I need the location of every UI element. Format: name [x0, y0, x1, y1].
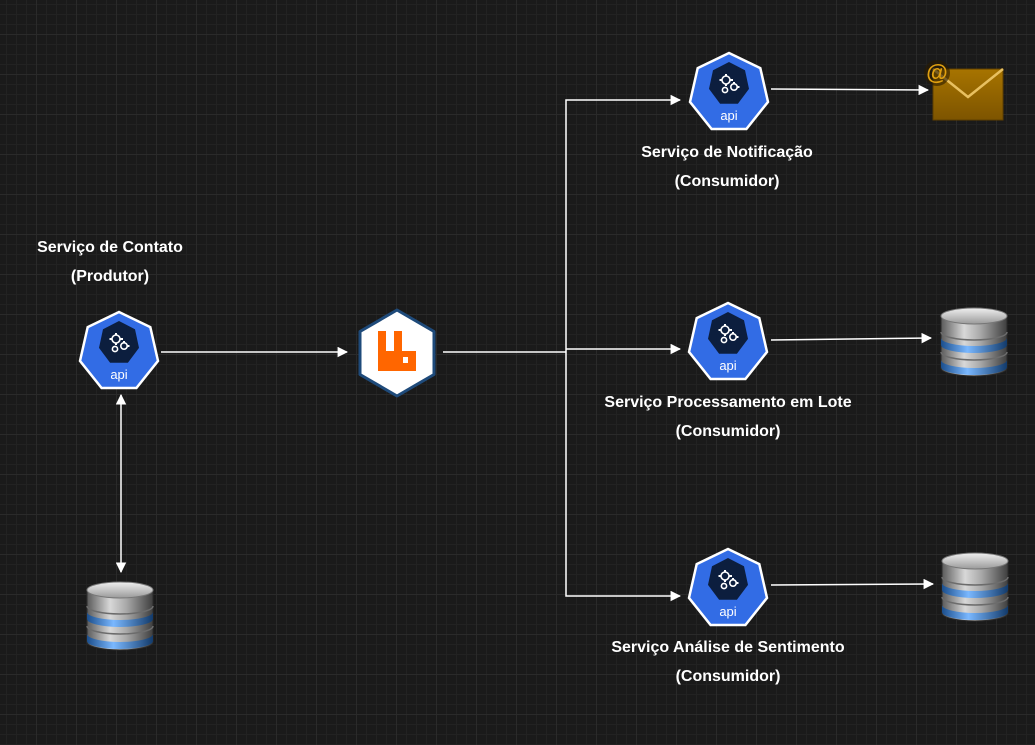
batch-service-node[interactable]: api: [687, 301, 769, 381]
database-icon: [940, 307, 1008, 377]
producer-icon-text: api: [110, 367, 127, 382]
batch-to-db-arrow: [770, 332, 933, 344]
batch-icon-text: api: [719, 358, 736, 373]
notification-to-email-arrow: [770, 84, 930, 96]
producer-name: Serviço de Contato: [37, 239, 183, 256]
sentiment-to-db-arrow: [770, 578, 935, 590]
database-icon: [941, 552, 1009, 622]
producer-service-node[interactable]: api: [78, 310, 160, 390]
rabbitmq-icon: [358, 308, 436, 398]
database-icon: [86, 581, 154, 651]
notification-name: Serviço de Notificação: [641, 144, 813, 161]
producer-label: Serviço de Contato (Produtor): [20, 233, 200, 291]
notification-role: (Consumidor): [674, 173, 780, 190]
svg-text:@: @: [926, 60, 947, 85]
sentiment-name: Serviço Análise de Sentimento: [611, 639, 845, 656]
batch-label: Serviço Processamento em Lote (Consumido…: [568, 388, 888, 446]
sentiment-icon-text: api: [719, 604, 736, 619]
sentiment-database-node[interactable]: [941, 552, 1009, 622]
sentiment-label: Serviço Análise de Sentimento (Consumido…: [578, 633, 878, 691]
batch-database-node[interactable]: [940, 307, 1008, 377]
batch-name: Serviço Processamento em Lote: [604, 394, 852, 411]
sentiment-role: (Consumidor): [675, 668, 781, 685]
notification-label: Serviço de Notificação (Consumidor): [597, 138, 857, 196]
broker-to-sentiment-arrow: [565, 352, 682, 602]
email-icon: @: [924, 60, 1004, 121]
email-node[interactable]: @: [924, 60, 1004, 121]
notification-service-node[interactable]: api: [688, 51, 770, 131]
sentiment-service-node[interactable]: api: [687, 547, 769, 627]
producer-role: (Produtor): [70, 268, 150, 285]
batch-role: (Consumidor): [675, 423, 781, 440]
notification-icon-text: api: [720, 108, 737, 123]
broker-to-notification-arrow: [565, 94, 682, 352]
connectors: [115, 84, 935, 602]
rabbitmq-broker-node[interactable]: [358, 308, 436, 398]
producer-database-node[interactable]: [86, 581, 154, 651]
